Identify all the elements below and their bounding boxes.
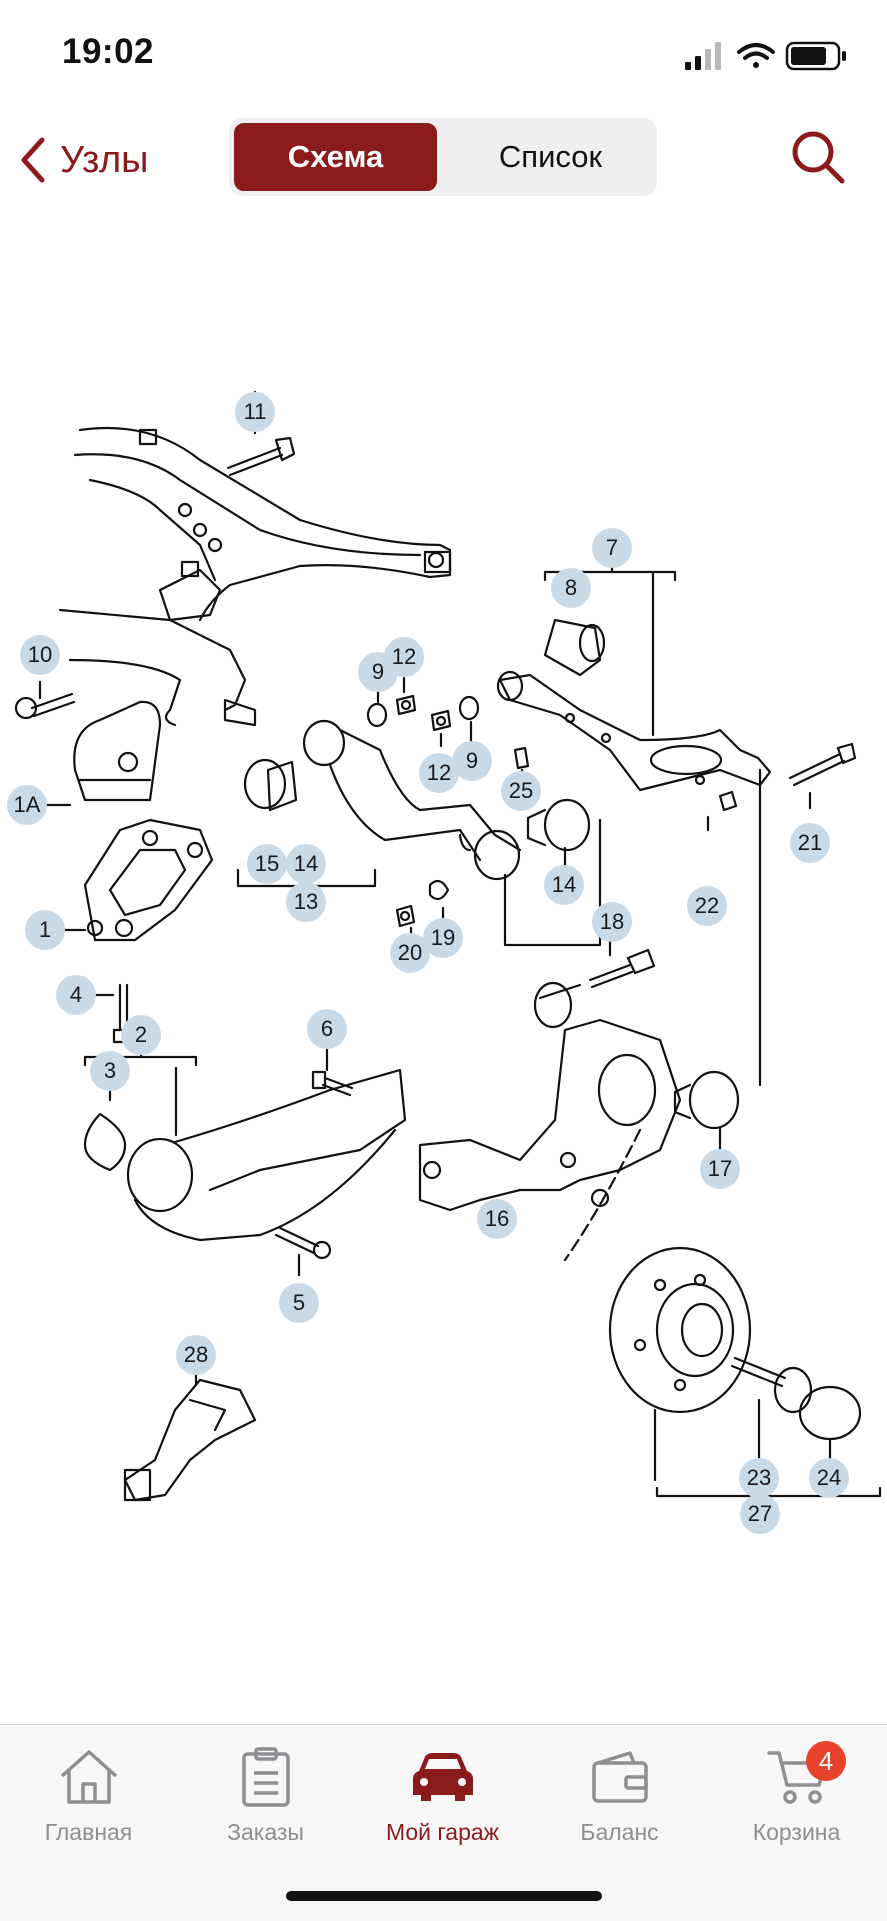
callout-12a[interactable]: 12 xyxy=(384,637,424,677)
callout-2[interactable]: 2 xyxy=(121,1015,161,1055)
car-icon xyxy=(412,1753,473,1801)
tab-garage[interactable]: Мой гараж xyxy=(354,1739,531,1846)
battery-icon xyxy=(785,41,846,71)
callout-13[interactable]: 13 xyxy=(286,882,326,922)
callout-15[interactable]: 15 xyxy=(247,844,287,884)
callout-28[interactable]: 28 xyxy=(176,1335,216,1375)
callout-14b[interactable]: 14 xyxy=(544,865,584,905)
segmented-control: Схема Список xyxy=(229,118,657,196)
clipboard-icon xyxy=(241,1747,290,1807)
callout-4[interactable]: 4 xyxy=(56,975,96,1015)
tab-balance[interactable]: Баланс xyxy=(531,1739,708,1846)
back-button[interactable]: Узлы xyxy=(18,132,149,188)
back-label: Узлы xyxy=(60,138,149,181)
status-bar: 19:02 xyxy=(0,0,887,110)
wifi-icon xyxy=(737,43,775,68)
knuckle-drawing xyxy=(418,818,682,1220)
callout-9b[interactable]: 9 xyxy=(452,741,492,781)
callout-5[interactable]: 5 xyxy=(279,1283,319,1323)
home-icon xyxy=(60,1750,117,1804)
callout-21[interactable]: 21 xyxy=(790,823,830,863)
tab-orders-label: Заказы xyxy=(227,1819,304,1845)
bushing-14-drawing xyxy=(526,798,591,877)
tab-cart[interactable]: 4 Корзина xyxy=(708,1739,885,1846)
mount-1a-drawing xyxy=(43,700,162,807)
callout-8[interactable]: 8 xyxy=(551,568,591,608)
callout-25[interactable]: 25 xyxy=(501,771,541,811)
callout-7[interactable]: 7 xyxy=(592,528,632,568)
arm-13-drawing xyxy=(236,719,522,907)
subframe-drawing xyxy=(58,426,452,727)
bracket-drawing xyxy=(123,1353,257,1502)
home-indicator xyxy=(286,1891,602,1901)
tab-bar: Главная Заказы Мой гараж xyxy=(0,1724,887,1921)
tab-home-label: Главная xyxy=(44,1819,133,1845)
wallet-icon xyxy=(591,1751,648,1803)
callout-24[interactable]: 24 xyxy=(809,1458,849,1498)
search-button[interactable] xyxy=(789,128,847,186)
trailing-arm-drawing xyxy=(83,1038,407,1277)
status-time: 19:02 xyxy=(62,32,155,71)
parts-diagram: 11 7 8 10 9 12 12 9 25 1A 21 15 14 13 14… xyxy=(0,330,887,1560)
callout-19[interactable]: 19 xyxy=(423,918,463,958)
callout-22[interactable]: 22 xyxy=(687,886,727,926)
status-icons xyxy=(685,40,855,74)
callout-17[interactable]: 17 xyxy=(700,1149,740,1189)
callout-23[interactable]: 23 xyxy=(739,1458,779,1498)
signal-icon xyxy=(685,42,721,70)
bolt-10-drawing xyxy=(14,680,76,720)
tab-cart-label: Корзина xyxy=(752,1819,841,1845)
callout-1[interactable]: 1 xyxy=(25,910,65,950)
callout-14a[interactable]: 14 xyxy=(286,844,326,884)
search-icon xyxy=(792,131,845,184)
tab-orders[interactable]: Заказы xyxy=(177,1739,354,1846)
callout-3[interactable]: 3 xyxy=(90,1051,130,1091)
segment-scheme[interactable]: Схема xyxy=(234,123,437,191)
callout-10[interactable]: 10 xyxy=(20,635,60,675)
tab-balance-label: Баланс xyxy=(580,1819,659,1845)
cart-badge: 4 xyxy=(806,1741,846,1781)
callout-18[interactable]: 18 xyxy=(592,902,632,942)
bushing-17-drawing xyxy=(673,768,762,1157)
callout-27[interactable]: 27 xyxy=(740,1494,780,1534)
nav-bar: Узлы Схема Список xyxy=(0,110,887,210)
tab-home[interactable]: Главная xyxy=(0,1739,177,1846)
callout-1a[interactable]: 1A xyxy=(7,785,47,825)
arm-7-drawing xyxy=(496,553,857,832)
callout-16[interactable]: 16 xyxy=(477,1199,517,1239)
segment-list[interactable]: Список xyxy=(498,139,603,174)
callout-6[interactable]: 6 xyxy=(307,1009,347,1049)
tab-garage-label: Мой гараж xyxy=(385,1819,500,1845)
callout-11[interactable]: 11 xyxy=(235,392,275,432)
chevron-left-icon xyxy=(21,137,45,183)
